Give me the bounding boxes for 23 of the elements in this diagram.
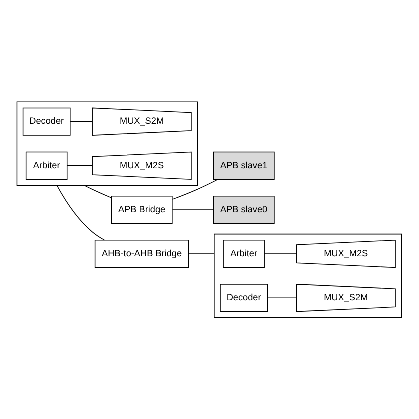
connector [264, 253, 297, 254]
cluster [16, 101, 198, 186]
connector [172, 209, 214, 210]
node-box: Decoder [220, 284, 268, 312]
node-box: MUX_M2S [92, 151, 192, 180]
node-box: APB Bridge [111, 195, 173, 224]
connector [56, 184, 106, 240]
connector [70, 121, 93, 122]
connector [172, 178, 218, 200]
node-box: MUX_S2M [296, 284, 396, 312]
node-box: Arbiter [26, 151, 68, 180]
node-box: Decoder [22, 107, 71, 136]
node-box: MUX_M2S [296, 240, 396, 268]
connector [84, 184, 112, 198]
node-box: APB slave0 [213, 195, 275, 224]
node-box: AHB-to-AHB Bridge [94, 240, 190, 268]
node-box: MUX_S2M [92, 107, 192, 136]
cluster [214, 233, 402, 318]
node-box: Arbiter [223, 240, 265, 268]
node-box: APB slave1 [213, 151, 275, 180]
connector [188, 253, 215, 254]
connector [67, 165, 93, 166]
connector [267, 297, 297, 298]
